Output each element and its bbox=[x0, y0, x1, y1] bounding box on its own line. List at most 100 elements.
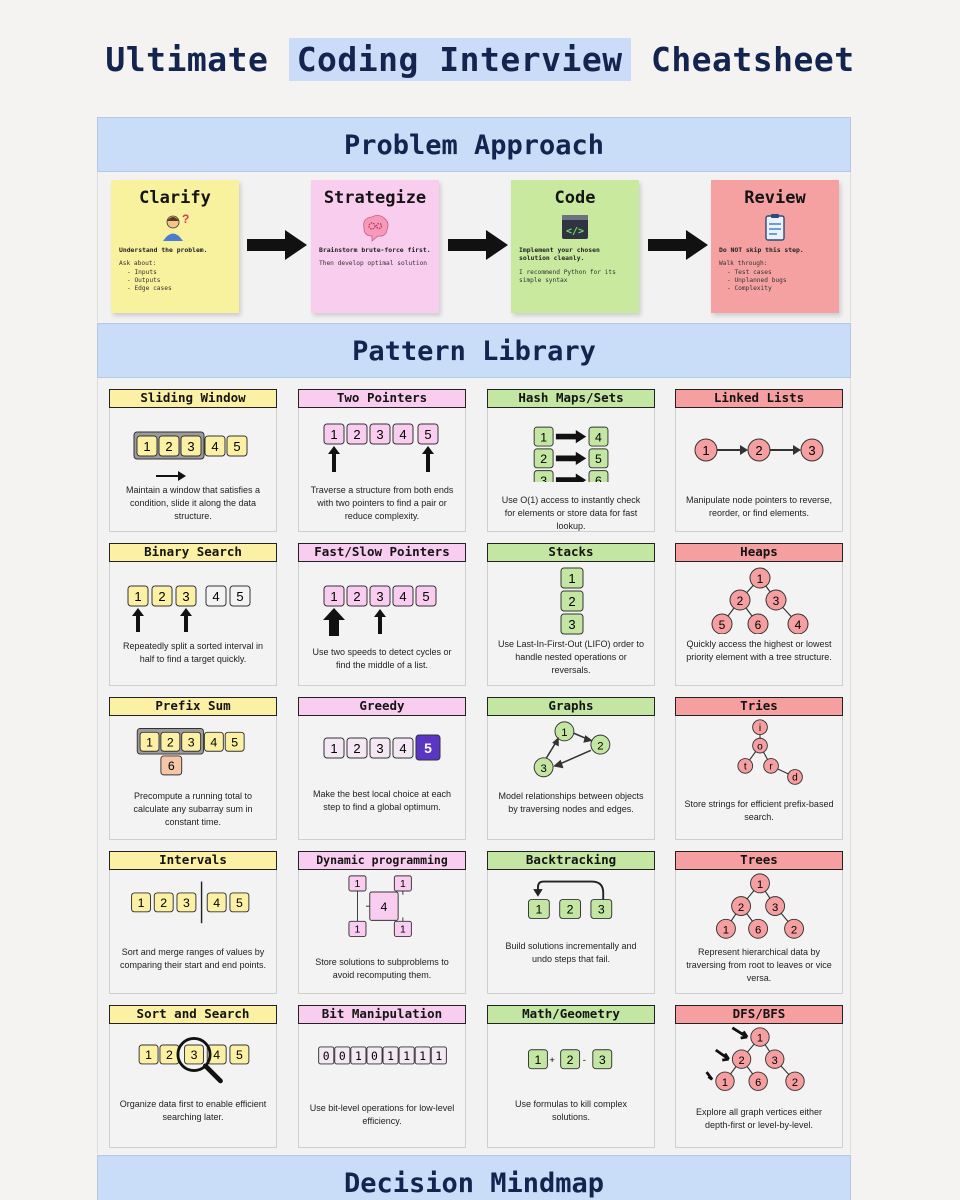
svg-text:4: 4 bbox=[399, 427, 406, 442]
svg-text:3: 3 bbox=[187, 439, 194, 454]
svg-text:4: 4 bbox=[399, 741, 406, 756]
pattern-label: Backtracking bbox=[487, 851, 655, 870]
svg-text:3: 3 bbox=[568, 617, 575, 632]
approach-steps: Clarify ? Understand the problem. Ask ab… bbox=[97, 172, 851, 322]
svg-text:6: 6 bbox=[755, 924, 761, 936]
pattern-label: Tries bbox=[675, 697, 843, 716]
pattern-description: Use O(1) access to instantly check for e… bbox=[501, 495, 641, 532]
svg-text:1: 1 bbox=[757, 1033, 763, 1045]
svg-text:2: 2 bbox=[738, 902, 744, 914]
two-pointers-diagram: 1 2 3 4 5 bbox=[323, 423, 439, 472]
magnifier-icon bbox=[176, 1036, 223, 1084]
svg-text:3: 3 bbox=[540, 763, 546, 775]
svg-text:2: 2 bbox=[165, 439, 172, 454]
svg-text:3: 3 bbox=[191, 1048, 198, 1062]
svg-text:3: 3 bbox=[540, 474, 547, 482]
svg-text:2: 2 bbox=[353, 427, 360, 442]
svg-text:5: 5 bbox=[595, 452, 602, 466]
svg-text:0: 0 bbox=[323, 1049, 330, 1063]
pattern-card-intervals: Intervals 1 2 3 4 5 Sort and merge range… bbox=[109, 851, 277, 994]
svg-text:2: 2 bbox=[353, 589, 360, 604]
arrow-right-icon bbox=[156, 471, 186, 481]
svg-text:t: t bbox=[744, 762, 747, 773]
step-strategize: Strategize Brainstorm brute-force first.… bbox=[311, 180, 439, 313]
pattern-label: Hash Maps/Sets bbox=[487, 389, 655, 408]
svg-text:5: 5 bbox=[236, 589, 243, 604]
trie-diagram: i o t r d bbox=[737, 719, 803, 785]
svg-text:5: 5 bbox=[424, 740, 432, 756]
svg-text:4: 4 bbox=[210, 735, 217, 749]
backtracking-diagram: 1 2 3 bbox=[528, 880, 613, 919]
binary-search-diagram: 1 2 3 4 5 bbox=[127, 585, 251, 632]
arrow-up-icon bbox=[328, 446, 340, 472]
arrow-up-icon bbox=[422, 446, 434, 472]
svg-text:3: 3 bbox=[773, 594, 780, 608]
svg-text:1: 1 bbox=[400, 879, 406, 890]
math-diagram: 1 + 2 - 3 bbox=[528, 1049, 613, 1070]
stack-diagram: 1 2 3 bbox=[560, 567, 584, 635]
svg-text:5: 5 bbox=[236, 896, 243, 910]
arrow-right-icon bbox=[555, 451, 587, 465]
pattern-card-backtracking: Backtracking 1 2 3 Build solutions incre… bbox=[487, 851, 655, 994]
svg-text:2: 2 bbox=[353, 741, 360, 756]
title-highlight: Coding Interview bbox=[288, 38, 631, 81]
pattern-label: Sliding Window bbox=[109, 389, 277, 408]
slow-pointer-arrow-icon bbox=[374, 609, 386, 634]
pattern-description: Use two speeds to detect cycles or find … bbox=[312, 647, 452, 671]
arrow-right-icon bbox=[648, 230, 708, 260]
pattern-label: Greedy bbox=[298, 697, 466, 716]
svg-text:3: 3 bbox=[598, 903, 605, 917]
pattern-label: Dynamic programming bbox=[298, 851, 466, 870]
svg-text:1: 1 bbox=[757, 572, 764, 586]
step-sub: Ask about: bbox=[119, 260, 157, 268]
svg-text:2: 2 bbox=[568, 594, 575, 609]
svg-text:1: 1 bbox=[403, 1049, 410, 1063]
code-terminal-icon: </> bbox=[562, 215, 588, 239]
svg-text:2: 2 bbox=[792, 1077, 798, 1089]
svg-text:3: 3 bbox=[376, 427, 383, 442]
svg-text:2: 2 bbox=[158, 589, 165, 604]
svg-text:1: 1 bbox=[400, 925, 406, 936]
svg-text:2: 2 bbox=[597, 740, 603, 752]
graph-diagram: 1 2 3 bbox=[533, 721, 611, 778]
svg-text:4: 4 bbox=[381, 900, 388, 914]
svg-text:1: 1 bbox=[419, 1049, 426, 1063]
svg-text:2: 2 bbox=[567, 903, 574, 917]
pattern-card-tries: Tries i o t r d Store strings for effici… bbox=[675, 697, 843, 840]
svg-text:1: 1 bbox=[568, 571, 575, 586]
svg-text:4: 4 bbox=[595, 430, 602, 444]
pattern-label: Trees bbox=[675, 851, 843, 870]
pattern-description: Quickly access the highest or lowest pri… bbox=[686, 639, 832, 663]
step-lead: Understand the problem. bbox=[119, 246, 208, 254]
pattern-card-two-pointers: Two Pointers 1 2 3 4 5 Traverse a struct… bbox=[298, 389, 466, 532]
svg-text:3: 3 bbox=[182, 589, 189, 604]
svg-text:2: 2 bbox=[791, 924, 797, 936]
svg-text:3: 3 bbox=[376, 741, 383, 756]
svg-text:1: 1 bbox=[723, 924, 729, 936]
section-header-approach: Problem Approach bbox=[97, 117, 851, 172]
svg-text:1: 1 bbox=[535, 903, 542, 917]
pattern-description: Model relationships between objects by t… bbox=[498, 791, 644, 815]
pattern-description: Represent hierarchical data by traversin… bbox=[686, 947, 832, 984]
svg-text:1: 1 bbox=[143, 439, 150, 454]
pattern-card-stacks: Stacks 1 2 3 Use Last-In-First-Out (LIFO… bbox=[487, 543, 655, 686]
svg-text:-: - bbox=[583, 1055, 586, 1066]
pattern-description: Explore all graph vertices either depth-… bbox=[695, 1107, 823, 1131]
pattern-card-binary-search: Binary Search 1 2 3 4 5 Repeatedly split… bbox=[109, 543, 277, 686]
svg-text:1: 1 bbox=[355, 879, 361, 890]
pattern-label: Linked Lists bbox=[675, 389, 843, 408]
pattern-card-greedy: Greedy 1 2 3 4 5 Make the best local cho… bbox=[298, 697, 466, 840]
arrow-down-right-icon bbox=[731, 1026, 749, 1040]
pattern-label: Prefix Sum bbox=[109, 697, 277, 716]
svg-text:2: 2 bbox=[167, 735, 174, 749]
brain-gears-icon bbox=[363, 214, 389, 242]
pattern-description: Use formulas to kill complex solutions. bbox=[514, 1099, 628, 1123]
pattern-card-math-geometry: Math/Geometry 1 + 2 - 3 Use formulas to … bbox=[487, 1005, 655, 1148]
arrow-down-right-icon bbox=[714, 1048, 730, 1062]
pattern-description: Store strings for efficient prefix-based… bbox=[684, 799, 834, 823]
pattern-description: Organize data first to enable efficient … bbox=[119, 1099, 267, 1123]
pattern-description: Use bit-level operations for low-level e… bbox=[309, 1103, 455, 1127]
svg-text:</>: </> bbox=[566, 226, 584, 237]
svg-text:3: 3 bbox=[376, 589, 383, 604]
pattern-card-dfs-bfs: DFS/BFS 1 2 3 1 6 2 Explore all graph ve… bbox=[675, 1005, 843, 1148]
